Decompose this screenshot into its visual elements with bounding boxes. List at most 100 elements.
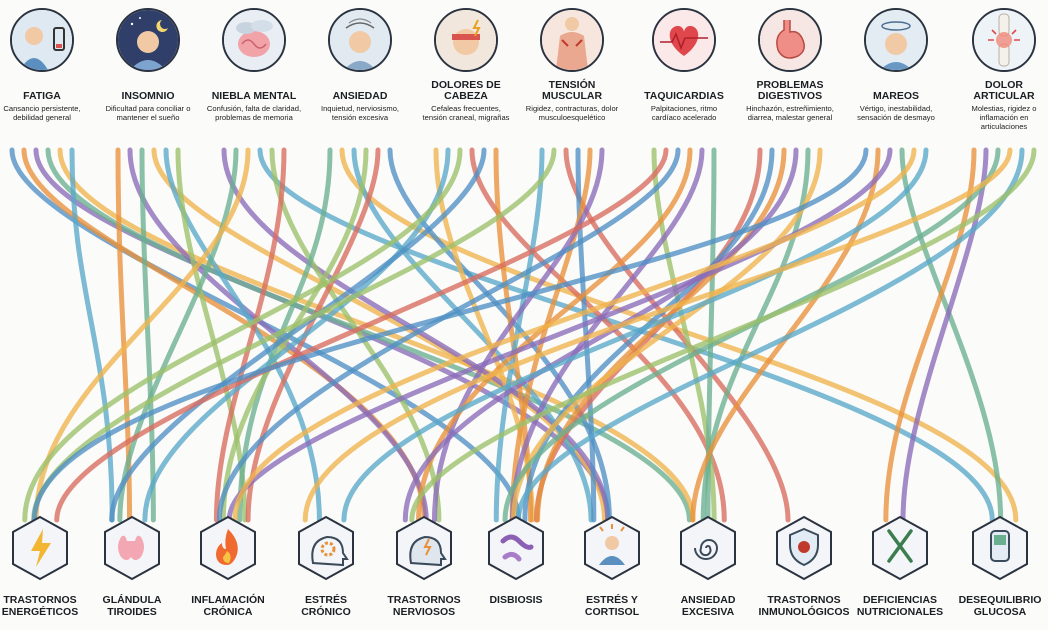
symptom-description: Hinchazón, estreñimiento, diarrea, males… xyxy=(746,104,834,122)
symptom-1: FATIGA Cansancio persistente, debilidad g… xyxy=(0,8,90,122)
spiral-icon xyxy=(677,515,739,581)
cause-name: GLÁNDULA TIROIDES xyxy=(102,594,162,618)
symptom-description: Rigidez, contracturas, dolor musculoesqu… xyxy=(525,104,619,122)
connection-line xyxy=(226,147,893,523)
muscle-tension-icon xyxy=(540,8,604,72)
cause-6: DISBIOSIS xyxy=(469,515,563,606)
insomnia-moon-icon xyxy=(116,8,180,72)
symptom-2: INSOMNIO Dificultad para conciliar o mant… xyxy=(100,8,196,122)
headache-icon xyxy=(434,8,498,72)
symptom-name: DOLOR ARTICULAR xyxy=(973,79,1035,102)
connection-line xyxy=(139,147,156,523)
person-stress-icon xyxy=(581,515,643,581)
cause-name: TRASTORNOS ENERGÉTICOS xyxy=(1,594,79,618)
connection-line xyxy=(341,147,929,523)
connection-line xyxy=(351,147,594,523)
gear-head-icon xyxy=(295,515,357,581)
symptom-3: NIEBLA MENTAL Confusión, falta de clarida… xyxy=(206,8,302,122)
symptom-description: Dificultad para conciliar o mantener el … xyxy=(105,104,191,122)
connection-line xyxy=(54,147,669,523)
cause-10: DEFICIENCIAS NUTRICIONALES xyxy=(853,515,947,618)
fork-knife-icon xyxy=(869,515,931,581)
symptom-description: Molestias, rigidez o inflamación en arti… xyxy=(971,104,1037,131)
glucose-meter-icon xyxy=(969,515,1031,581)
cause-1: TRASTORNOS ENERGÉTICOS xyxy=(0,515,87,618)
cause-name: TRASTORNOS NERVIOSOS xyxy=(387,594,461,618)
symptom-name: NIEBLA MENTAL xyxy=(211,90,297,102)
symptom-name: ANSIEDAD xyxy=(332,90,388,102)
connection-line xyxy=(163,147,322,523)
symptom-name: PROBLEMAS DIGESTIVOS xyxy=(756,79,824,102)
connection-line xyxy=(45,147,692,523)
cause-9: TRASTORNOS INMUNOLÓGICOS xyxy=(757,515,851,618)
symptom-5: DOLORES DE CABEZA Cefaleas frecuentes, te… xyxy=(418,8,514,122)
cause-name: DESEQUILIBRIO GLUCOSA xyxy=(958,594,1042,618)
connection-line xyxy=(515,147,1025,523)
symptom-description: Cansancio persistente, debilidad general xyxy=(3,104,81,122)
cause-7: ESTRÉS Y CORTISOL xyxy=(565,515,659,618)
connection-line xyxy=(232,147,917,523)
symptom-6: TENSIÓN MUSCULAR Rigidez, contracturas, d… xyxy=(524,8,620,122)
connection-line xyxy=(432,147,605,523)
heart-pulse-icon xyxy=(652,8,716,72)
flame-icon xyxy=(197,515,259,581)
connection-line xyxy=(31,147,869,523)
cause-name: DISBIOSIS xyxy=(489,594,543,606)
connection-line xyxy=(213,147,287,523)
shield-virus-icon xyxy=(773,515,835,581)
symptom-description: Inquietud, nerviosismo, tensión excesiva xyxy=(320,104,400,122)
connection-line xyxy=(409,147,1037,523)
connection-line xyxy=(402,147,799,523)
connection-line xyxy=(109,147,487,523)
cause-name: DEFICIENCIAS NUTRICIONALES xyxy=(856,594,944,618)
connection-line xyxy=(57,147,696,523)
cause-name: ANSIEDAD EXCESIVA xyxy=(680,594,736,618)
symptom-name: TAQUICARDIAS xyxy=(644,90,724,102)
stomach-icon xyxy=(758,8,822,72)
nervous-brain-icon xyxy=(393,515,455,581)
lightning-icon xyxy=(9,515,71,581)
connection-line xyxy=(900,147,989,523)
cause-name: INFLAMACIÓN CRÓNICA xyxy=(191,594,265,618)
cause-name: ESTRÉS Y CORTISOL xyxy=(584,594,640,618)
cause-2: GLÁNDULA TIROIDES xyxy=(85,515,179,618)
symptom-7: TAQUICARDIAS Palpitaciones, ritmo cardíac… xyxy=(636,8,732,122)
brain-fog-icon xyxy=(222,8,286,72)
symptom-description: Cefaleas frecuentes, tensión craneal, mi… xyxy=(422,104,510,122)
cause-3: INFLAMACIÓN CRÓNICA xyxy=(181,515,275,618)
connection-line xyxy=(257,147,995,523)
fatigue-battery-icon xyxy=(10,8,74,72)
cause-name: TRASTORNOS INMUNOLÓGICOS xyxy=(758,594,850,618)
connection-line xyxy=(493,147,545,523)
connection-line xyxy=(69,147,115,523)
symptom-description: Confusión, falta de claridad, problemas … xyxy=(206,104,302,122)
cause-name: ESTRÉS CRÓNICO xyxy=(301,594,351,618)
anxiety-head-icon xyxy=(328,8,392,72)
cause-5: TRASTORNOS NERVIOSOS xyxy=(377,515,471,618)
symptom-description: Palpitaciones, ritmo cardíaco acelerado xyxy=(650,104,718,122)
thyroid-icon xyxy=(101,515,163,581)
symptom-description: Vértigo, inestabilidad, sensación de des… xyxy=(857,104,935,122)
cause-4: ESTRÉS CRÓNICO xyxy=(279,515,373,618)
symptom-name: TENSIÓN MUSCULAR xyxy=(541,79,603,102)
symptom-4: ANSIEDAD Inquietud, nerviosismo, tensión … xyxy=(312,8,408,122)
symptom-9: MAREOS Vértigo, inestabilidad, sensación … xyxy=(848,8,944,122)
bacteria-icon xyxy=(485,515,547,581)
symptom-name: INSOMNIO xyxy=(121,90,175,102)
connection-line xyxy=(22,147,463,523)
symptom-name: MAREOS xyxy=(872,90,920,102)
connection-line xyxy=(117,147,239,523)
connection-line xyxy=(387,147,612,523)
symptom-8: PROBLEMAS DIGESTIVOS Hinchazón, estreñimi… xyxy=(742,8,838,122)
connection-line xyxy=(651,147,717,523)
cause-11: DESEQUILIBRIO GLUCOSA xyxy=(953,515,1047,618)
connection-line xyxy=(510,147,705,523)
dizziness-icon xyxy=(864,8,928,72)
connection-line xyxy=(509,147,593,523)
symptom-name: FATIGA xyxy=(23,90,61,102)
joint-pain-icon xyxy=(972,8,1036,72)
symptom-name: DOLORES DE CABEZA xyxy=(431,79,501,102)
connection-line xyxy=(221,147,611,523)
